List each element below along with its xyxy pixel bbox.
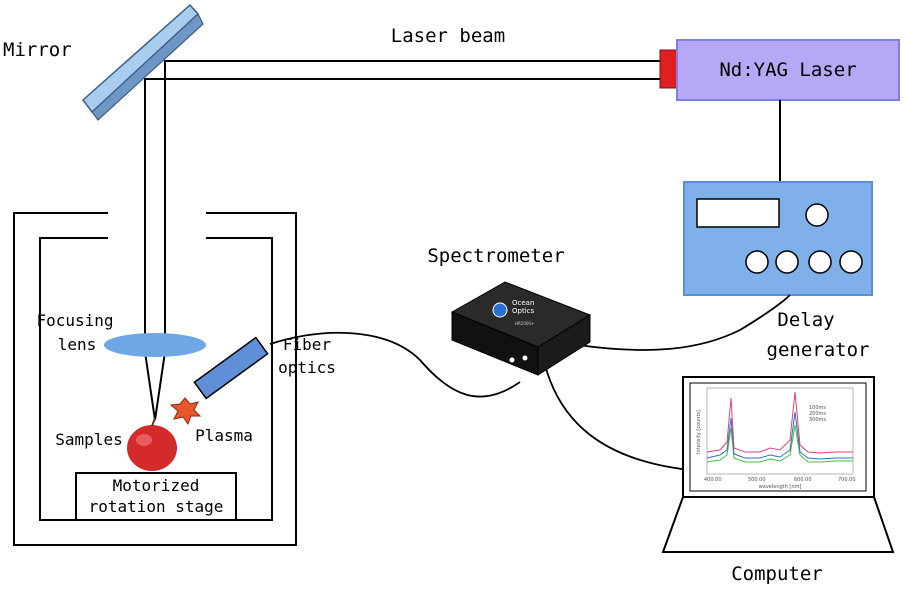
laser-label: Nd:YAG Laser (719, 59, 856, 81)
focusing-lens-label-line1: Focusing (36, 311, 113, 330)
screen-xlabel: wavelength [nm] (759, 484, 802, 490)
delay-button (745, 250, 769, 274)
spectrometer-label: Spectrometer (427, 245, 564, 267)
stage-label-line2: rotation stage (89, 497, 224, 516)
laptop-icon: 100ms 200ms 300ms 400.00 500.00 600.00 7… (661, 376, 895, 553)
computer-label: Computer (731, 563, 823, 585)
delay-generator-label-line1: Delay (777, 309, 834, 331)
fiber-probe (193, 336, 269, 400)
delay-button (839, 250, 863, 274)
delay-generator-label-line2: generator (767, 339, 870, 361)
computer-cable (544, 364, 691, 471)
screen-xtick-3: 600.00 (794, 477, 812, 483)
fiber-cable (269, 331, 521, 398)
screen-chart: 100ms 200ms 300ms 400.00 500.00 600.00 7… (696, 387, 856, 490)
mirror-label: Mirror (3, 39, 72, 61)
fiber-optics-label-line2: optics (278, 358, 336, 377)
delay-button (808, 250, 832, 274)
plasma-label: Plasma (195, 426, 253, 445)
delay-generator (683, 181, 873, 296)
stage-label-line1: Motorized (113, 476, 200, 495)
screen-chart-series (706, 391, 853, 463)
screen-legend-3: 300ms (809, 417, 826, 423)
delay-button (775, 250, 799, 274)
rotation-stage: Motorized rotation stage (75, 472, 237, 521)
cables (269, 294, 791, 471)
screen-xtick-2: 500.00 (748, 477, 766, 483)
mirror-icon (81, 3, 204, 121)
delay-display (696, 198, 780, 228)
plasma-icon (169, 397, 202, 426)
spectrometer-model: HR2000+ (515, 321, 534, 326)
fiber-optics-label-line1: Fiber (283, 335, 332, 354)
spectrometer-icon: Ocean Optics HR2000+ (450, 281, 592, 376)
screen-xtick-4: 700.00 (838, 477, 856, 483)
delay-knob (805, 203, 829, 227)
apple-icon (127, 417, 177, 471)
screen-xtick-1: 400.00 (704, 477, 722, 483)
samples-label: Samples (55, 430, 122, 449)
screen-ylabel: Intensity [counts] (696, 410, 702, 454)
focusing-lens-label-line2: lens (58, 335, 97, 354)
laser-beam-label: Laser beam (391, 25, 505, 47)
screen-legend-2: 200ms (809, 411, 826, 417)
spectrometer-brand-line1: Ocean (512, 299, 534, 307)
spectrometer-brand-line2: Optics (512, 307, 534, 315)
nd-yag-laser: Nd:YAG Laser (659, 39, 900, 101)
delay-cable (577, 294, 791, 351)
screen-legend-1: 100ms (809, 405, 826, 411)
lens-icon (104, 333, 206, 357)
